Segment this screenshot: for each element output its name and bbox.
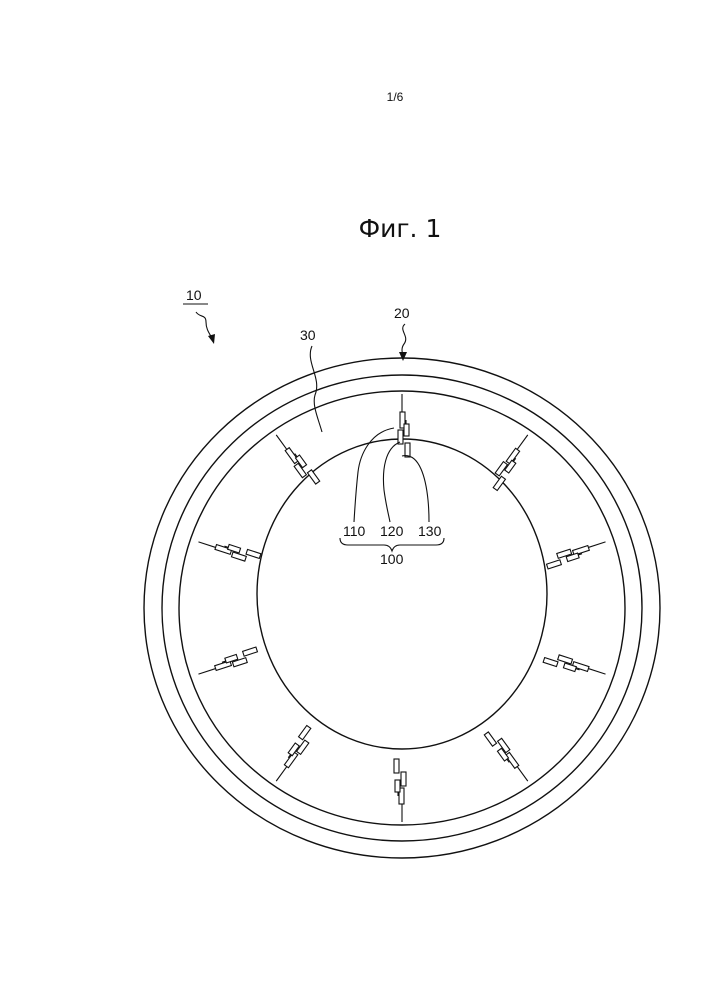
label-120: 120: [380, 523, 404, 539]
pattern-group-1: [398, 394, 410, 457]
pattern-strip-2: [404, 424, 409, 436]
pattern-strip-4: [405, 443, 410, 457]
pattern-group-5: [484, 728, 531, 786]
pattern-strip-2: [395, 780, 400, 792]
pattern-group-8: [196, 647, 260, 678]
leader-line-120: [383, 442, 400, 522]
label-20: 20: [394, 305, 410, 321]
pattern-group-6: [394, 759, 406, 822]
pattern-strip-4: [299, 725, 311, 739]
label-30: 30: [300, 327, 316, 343]
pattern-strip-3: [401, 772, 406, 786]
pattern-group-3: [544, 538, 608, 569]
label-10: 10: [186, 287, 202, 303]
pattern-strip-4: [543, 658, 558, 667]
pattern-strip-4: [394, 759, 399, 773]
label-130: 130: [418, 523, 442, 539]
arrow-head-10: [208, 334, 215, 344]
pattern-strip-3: [398, 430, 403, 444]
pattern-group-7: [270, 725, 317, 783]
group-brace: [340, 538, 444, 551]
label-20-leader: [402, 324, 406, 356]
pattern-strip-3: [558, 655, 573, 664]
leader-line-130: [402, 456, 429, 522]
label-110: 110: [343, 523, 366, 539]
annular-region-outer-edge: [179, 391, 625, 825]
inner-disc: [257, 439, 547, 749]
pattern-group-9: [197, 534, 261, 565]
pattern-strip-4: [307, 470, 319, 484]
pattern-group-10: [273, 430, 320, 488]
pattern-strip-3: [231, 552, 246, 561]
pattern-strip-4: [484, 732, 496, 746]
label-100: 100: [380, 551, 404, 567]
arrow-head-20: [399, 352, 407, 361]
outer-ring-inner-edge: [162, 375, 642, 841]
pattern-strip-4: [246, 549, 261, 558]
pattern-strip-4: [243, 647, 258, 656]
pattern-group-2: [488, 433, 535, 491]
pattern-group-4: [543, 651, 607, 682]
pattern-strip-4: [547, 560, 562, 569]
